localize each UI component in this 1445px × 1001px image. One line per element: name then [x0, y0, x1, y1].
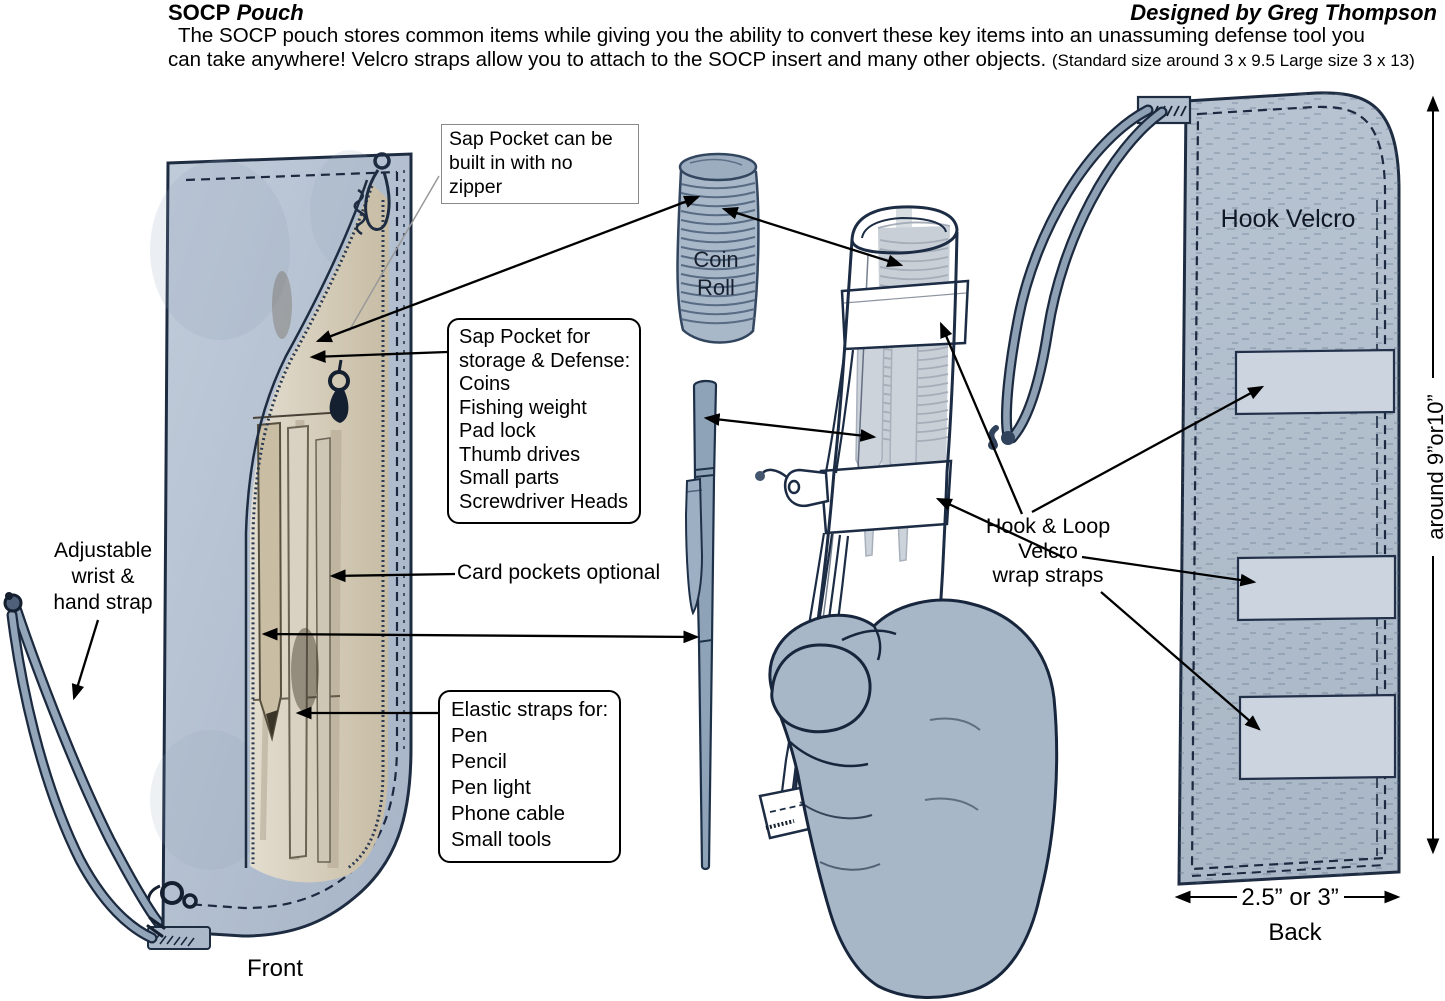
elastic-box-line5: Phone cable — [451, 802, 565, 825]
hook-loop-line1: Hook & Loop — [985, 514, 1111, 538]
hand-illustration — [768, 598, 1059, 999]
back-view-label: Back — [1268, 919, 1322, 946]
hook-loop-line2: Velcro — [1018, 538, 1078, 563]
no-zipper-line1: Sap Pocket can be — [449, 128, 613, 150]
elastic-box-line1: Elastic straps for: — [451, 698, 609, 721]
title-socp: SOCP — [168, 0, 231, 25]
sap-pocket-no-zipper-callout: Sap Pocket can be built in with no zippe… — [441, 124, 639, 204]
description-line2: can take anywhere! Velcro straps allow y… — [168, 48, 1415, 72]
pen-illustration — [684, 379, 718, 871]
card-pockets-label: Card pockets optional — [457, 561, 661, 584]
velcro-strips — [1234, 348, 1397, 781]
sap-box-line1: Sap Pocket for — [459, 326, 591, 348]
front-pouch-illustration — [146, 150, 413, 950]
sap-box-line2: storage & Defense: — [459, 349, 631, 372]
height-dimension-label: around 9”or10” — [1423, 394, 1445, 540]
annotation-arrows — [71, 175, 1265, 731]
wrist-strap-label-line3: hand strap — [53, 591, 153, 614]
sap-box-line5: Pad lock — [459, 420, 536, 442]
elastic-box-line6: Small tools — [451, 828, 552, 851]
wrist-strap-illustration — [3, 592, 166, 944]
description-line1: The SOCP pouch stores common items while… — [178, 24, 1365, 47]
elastic-box-line2: Pen — [451, 724, 488, 747]
sap-box-line7: Small parts — [459, 467, 560, 489]
no-zipper-line2: built in with no zipper — [449, 152, 573, 198]
dimension-lines — [1174, 95, 1440, 904]
sap-box-line4: Fishing weight — [459, 396, 587, 419]
sap-box-line8: Screwdriver Heads — [459, 490, 628, 513]
hook-velcro-label: Hook Velcro — [1220, 205, 1356, 233]
coin-roll-line2: Roll — [697, 275, 735, 300]
sap-box-line6: Thumb drives — [459, 443, 581, 466]
title-pouch: Pouch — [236, 0, 304, 25]
hook-loop-line3: wrap straps — [992, 563, 1104, 587]
coin-roll-line1: Coin — [693, 247, 739, 272]
front-view-label: Front — [246, 955, 303, 982]
size-note: (Standard size around 3 x 9.5 Large size… — [1051, 51, 1415, 70]
wrist-strap-label-line2: wrist & — [71, 565, 135, 588]
description-line2-text: can take anywhere! Velcro straps allow y… — [168, 48, 1047, 71]
designer-credit: Designed by Greg Thompson — [1130, 0, 1437, 25]
wrist-strap-label-line1: Adjustable — [53, 539, 153, 562]
elastic-box-line3: Pencil — [451, 750, 507, 773]
sap-box-line3: Coins — [459, 373, 511, 395]
page-title: SOCP Pouch — [168, 0, 304, 26]
hook-loop-velcro-label: Hook & Loop Velcro wrap straps — [966, 514, 1130, 588]
coin-roll-label: Coin Roll — [676, 246, 756, 302]
wrist-strap-label: Adjustable wrist & hand strap — [28, 538, 178, 616]
sap-pocket-storage-callout: Sap Pocket for storage & Defense: Coins … — [447, 318, 641, 524]
elastic-box-line4: Pen light — [451, 776, 531, 799]
elastic-straps-callout: Elastic straps for: Pen Pencil Pen light… — [438, 690, 621, 863]
back-panel-illustration — [988, 91, 1401, 886]
lanyard-cord — [988, 104, 1168, 450]
width-dimension-label: 2.5” or 3” — [1241, 884, 1339, 911]
